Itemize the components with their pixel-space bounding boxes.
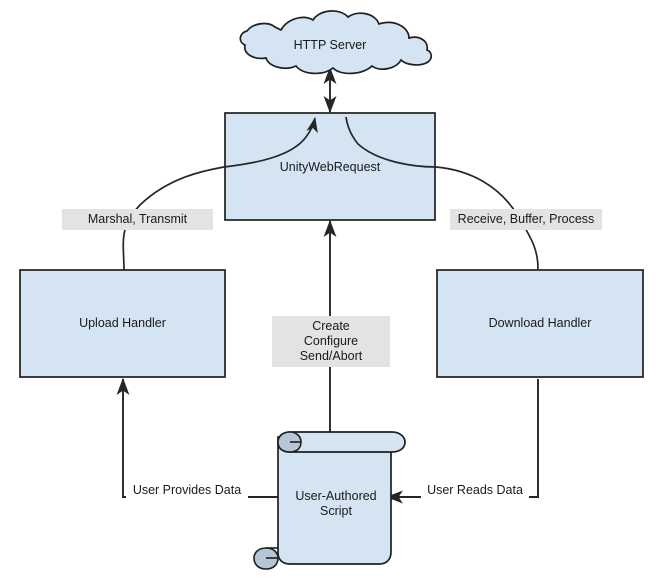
edge-label-user-reads-data: User Reads Data	[421, 482, 529, 499]
edge-label-receive-buffer-process: Receive, Buffer, Process	[450, 209, 602, 230]
edge-label-create-configure-send: Create Configure Send/Abort	[272, 316, 390, 367]
download-handler-box[interactable]	[436, 269, 644, 378]
edge-upload-to-request-inner	[223, 116, 318, 168]
edge-label-user-provides-data: User Provides Data	[126, 482, 248, 499]
edge-upload-to-request	[122, 166, 225, 271]
edge-request-to-download-inner	[345, 116, 437, 168]
script-top-curl	[277, 431, 302, 453]
http-server-cloud[interactable]	[239, 10, 433, 75]
upload-handler-box[interactable]	[19, 269, 226, 378]
edge-label-marshal-transmit: Marshal, Transmit	[62, 209, 213, 230]
script-body[interactable]	[277, 436, 392, 565]
